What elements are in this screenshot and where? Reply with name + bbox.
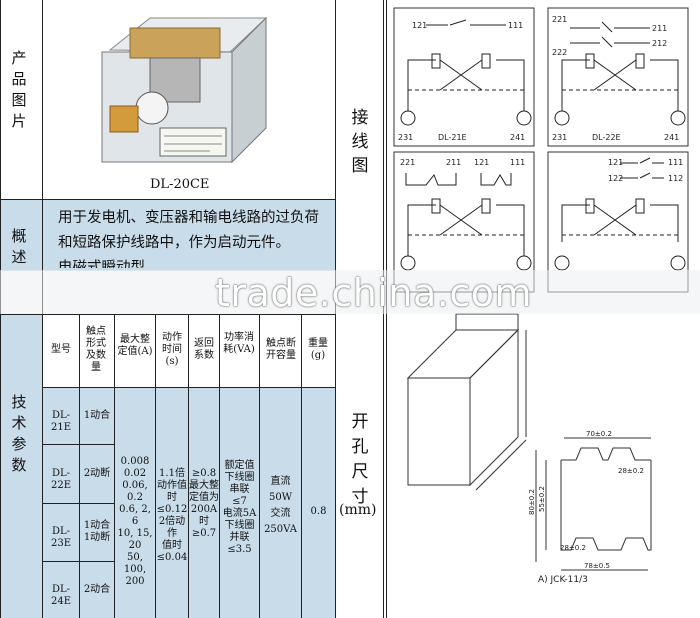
table-col-2: [114, 314, 115, 618]
label-wiring: 接线图: [351, 108, 369, 176]
table-col-3: [155, 314, 156, 618]
d2-t2: 211: [652, 24, 667, 33]
relay-symbol-2: [554, 21, 686, 126]
label-tech-params: 技术参数: [11, 393, 27, 474]
row-contacts-3: 1动合 1动断: [83, 520, 111, 543]
watermark: trade.china.com: [215, 271, 533, 315]
header-max-setting: 最大整定值(A): [117, 334, 153, 357]
header-weight: 重量(g): [308, 338, 328, 361]
d1-name: DL-21E: [438, 133, 467, 142]
d1-t2: 111: [508, 21, 523, 30]
row-divider-2: [0, 314, 335, 315]
table-row-line-1: [42, 444, 114, 445]
wiring-diagrams: 121 111 231 241 DL-21E 221 211 222 212 2…: [393, 7, 689, 293]
dim-bottom: 78±0.5: [584, 562, 610, 570]
label-overview: 概述: [11, 227, 27, 266]
cutout-drawings: 70±0.2 28±0.2 80±0.2 55±0.2 28±0.2 78±0.…: [406, 313, 652, 585]
cutout-caption: A) JCK-11/3: [538, 575, 588, 585]
overview-line-2: 和短路保护线路中，作为启动元件。: [58, 235, 290, 251]
header-action-time: 动作时间(s): [162, 332, 182, 367]
d4-t3: 122: [608, 174, 623, 183]
d1-b1: 231: [398, 133, 413, 142]
product-model-caption: DL-20CE: [150, 177, 210, 192]
relay-product-photo: [90, 10, 276, 170]
d2-b1: 231: [552, 133, 567, 142]
d3-t1: 221: [400, 158, 415, 167]
row-contacts-2: 2动断: [83, 468, 111, 479]
cell-weight: 0.8: [310, 506, 327, 517]
relay-symbol-3: [400, 173, 532, 271]
d2-t3: 222: [552, 48, 567, 57]
dim-height: 80±0.2: [528, 489, 536, 515]
header-model: 型号: [51, 344, 71, 355]
d2-t1: 221: [552, 15, 567, 24]
cell-action-time: 1.1倍 动作值时 ≤0.12 2倍动作 值时≤0.04: [156, 468, 188, 563]
table-col-6: [259, 314, 260, 618]
overview-line-3: 电磁式瞬动型: [58, 260, 145, 268]
header-breaking: 触点断开容量: [266, 338, 296, 361]
d2-b2: 241: [664, 133, 679, 142]
table-row-line-3: [42, 561, 114, 562]
label-cutout: 开孔尺寸: [351, 412, 369, 507]
overview-text: 用于发电机、变压器和输电线路的过负荷 和短路保护线路中，作为启动元件。 电磁式瞬…: [58, 206, 348, 268]
dim-top: 70±0.2: [586, 430, 612, 438]
table-col-4: [188, 314, 189, 618]
row-divider-1: [0, 199, 335, 200]
overview-line-1: 用于发电机、变压器和输电线路的过负荷: [58, 210, 319, 226]
d1-t1: 121: [412, 21, 427, 30]
row-model-4: DL-24E: [50, 584, 72, 607]
d4-t1: 121: [608, 158, 623, 167]
watermark-band: [0, 270, 700, 314]
d4-t4: 112: [668, 174, 683, 183]
table-col-1: [79, 314, 80, 618]
row-contacts-4: 2动合: [83, 584, 111, 595]
row-model-2: DL-22E: [50, 468, 72, 491]
d3-t3: 121: [474, 158, 489, 167]
dim-slot: 28±0.2: [618, 467, 644, 475]
label-cutout-unit: (mm): [339, 502, 377, 518]
d1-b2: 241: [510, 133, 525, 142]
dim-side: 55±0.2: [538, 486, 546, 512]
relay-outline-3d: [406, 313, 527, 491]
cell-max-setting: 0.008 0.02 0.06, 0.2 0.6, 2, 6 10, 15, 2…: [117, 456, 153, 587]
header-power: 功率消耗(VA): [223, 332, 255, 355]
header-return-coef: 返回系数: [194, 338, 214, 361]
header-contacts: 触点形式及数量: [86, 326, 106, 373]
dim-slot2: 28±0.2: [560, 544, 586, 552]
cutout-panel: [535, 437, 652, 571]
row-model-1: DL-21E: [50, 410, 72, 433]
table-row-line-2: [42, 503, 114, 504]
cell-return-coef: ≥0.8 最大整 定值为 200A 时 ≥0.7: [189, 468, 219, 539]
d2-t4: 212: [652, 39, 667, 48]
row-model-3: DL-23E: [50, 526, 72, 549]
d2-name: DL-22E: [592, 133, 621, 142]
tech-params-label-bg: [0, 314, 42, 618]
overview-bg: [0, 199, 335, 271]
cell-breaking: 直流 50W 交流 250VA: [264, 476, 297, 535]
d4-t2: 111: [668, 158, 683, 167]
label-product-image: 产品图片: [11, 49, 27, 130]
table-col-5: [219, 314, 220, 618]
d3-t2: 211: [446, 158, 461, 167]
table-col-7: [301, 314, 302, 618]
row-contacts-1: 1动合: [83, 410, 111, 421]
relay-symbol-1: [400, 19, 532, 126]
cell-power: 额定值 下线圈 串联 ≤7 电流5A 下线圈 并联 ≤3.5: [222, 460, 257, 555]
d3-t4: 111: [510, 158, 525, 167]
